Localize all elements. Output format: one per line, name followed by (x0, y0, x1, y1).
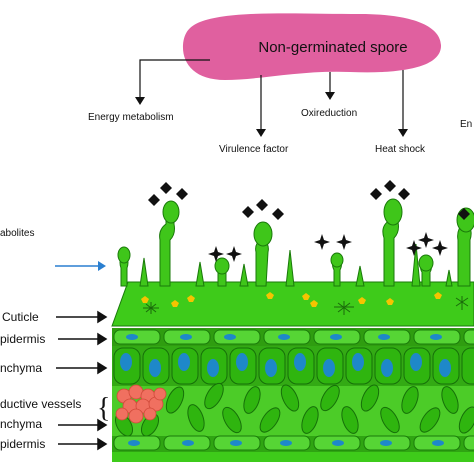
surface-spikes (139, 243, 453, 287)
label-metabolites: abolites (0, 228, 34, 239)
metabolite-diamonds (148, 180, 470, 220)
label-vessels: ductive vessels (0, 397, 81, 411)
label-virulence-factor: Virulence factor (219, 144, 289, 155)
conductive-vessels (115, 384, 167, 424)
surface-yellow-dots (141, 292, 442, 307)
brace: { (97, 393, 110, 424)
layer-arrows (56, 310, 108, 451)
spongy-cells (114, 382, 474, 437)
cuticle-surface (111, 281, 474, 327)
label-lower-epidermis: pidermis (0, 437, 45, 451)
label-en-cut: En (460, 119, 472, 130)
label-palisade: nchyma (0, 361, 42, 375)
label-spongy: nchyma (0, 417, 42, 431)
label-upper-epidermis: pidermis (0, 332, 45, 346)
label-heat-shock: Heat shock (375, 144, 426, 155)
upper-epidermis-nuclei (126, 334, 442, 340)
bottom-cuticle (112, 452, 474, 462)
spore-label: Non-germinated spore (258, 39, 407, 56)
surface-hyphae-stars (143, 296, 469, 315)
metabolite-stars (208, 232, 448, 262)
label-oxireduction: Oxireduction (301, 108, 357, 119)
blue-arrow (55, 261, 106, 271)
label-cuticle: Cuticle (2, 310, 39, 324)
upper-epidermis-cells (113, 329, 474, 345)
germinating-spores (117, 198, 474, 287)
label-energy-metabolism: Energy metabolism (88, 112, 174, 123)
lower-epidermis-cells (113, 435, 474, 451)
spore-arrowheads (135, 92, 408, 137)
palisade-nuclei (120, 353, 451, 377)
spore-shape (182, 13, 442, 80)
lower-epidermis-nuclei (128, 440, 444, 446)
